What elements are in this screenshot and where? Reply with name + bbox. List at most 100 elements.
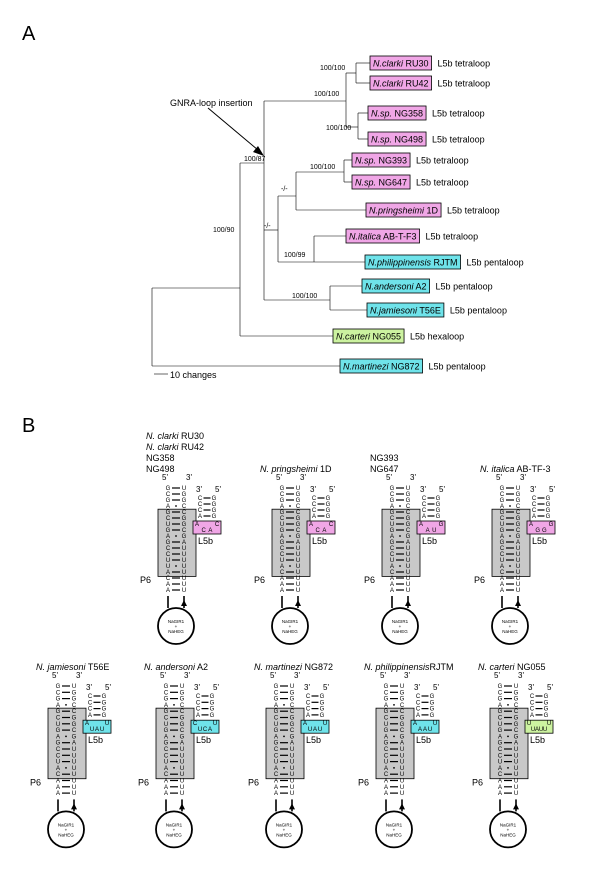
nucleotide: C (516, 504, 521, 510)
nucleotide: U (290, 785, 294, 791)
nucleotide: U (72, 753, 76, 759)
nucleotide: G (498, 709, 503, 715)
nucleotide: U (400, 785, 404, 791)
three-prime-label: 3' (196, 485, 202, 494)
nucleotide: C (88, 700, 93, 706)
nucleotide: G (498, 684, 503, 690)
nucleotide: U (296, 564, 300, 570)
nucleotide: U (296, 570, 300, 576)
nucleotide: G (212, 514, 217, 520)
core-label: NaGIR1 (502, 619, 519, 624)
l5b-loop-box (524, 719, 554, 734)
nucleotide: G (498, 741, 503, 747)
nucleotide: G (290, 716, 295, 722)
nucleotide: U (72, 760, 76, 766)
nucleotide: U (296, 588, 300, 594)
nucleotide: G (406, 534, 411, 540)
nucleotide: A (498, 766, 502, 772)
nucleotide: A (164, 785, 168, 791)
nucleotide: C (182, 528, 187, 534)
nucleotide: A (198, 514, 202, 520)
l5b-label: L5b (306, 735, 321, 745)
p6-region-box (265, 707, 305, 780)
nucleotide: C (530, 694, 535, 700)
nucleotide: G (180, 734, 185, 740)
nucleotide: C (416, 694, 421, 700)
loop-nucleotide: U (318, 727, 322, 733)
l5b-label: L5b (312, 536, 327, 546)
loop-nucleotide: C (315, 528, 320, 534)
wobble-pair (175, 565, 177, 567)
nucleotide: C (274, 772, 279, 778)
nucleotide: A (500, 564, 504, 570)
support-value: 100/87 (244, 156, 266, 163)
nucleotide: G (514, 722, 519, 728)
nucleotide: U (290, 753, 294, 759)
loop-nucleotide: U (198, 727, 202, 733)
loop-nucleotide: U (432, 528, 436, 534)
three-prime-label: 3' (76, 671, 82, 680)
loop-type-label: L5b tetraloop (416, 156, 469, 166)
nucleotide: U (290, 766, 294, 772)
tip-name: N.sp. NG498 (371, 135, 423, 145)
p6-region-box (489, 707, 529, 780)
nucleotide: C (56, 690, 61, 696)
nucleotide: C (400, 728, 405, 734)
nucleotide: U (498, 760, 502, 766)
nucleotide: G (166, 540, 171, 546)
nucleotide: G (436, 514, 441, 520)
core-ribozyme-circle (47, 810, 85, 849)
nucleotide: U (514, 747, 518, 753)
support-value: 100/100 (292, 293, 317, 300)
loop-nucleotide: G (535, 528, 540, 534)
loop-nucleotide: A (303, 721, 307, 727)
core-ribozyme-circle (489, 810, 527, 849)
nucleotide: U (296, 546, 300, 552)
nucleotide: A (166, 504, 170, 510)
nucleotide: U (180, 753, 184, 759)
nucleotide: C (390, 570, 395, 576)
nucleotide: C (500, 570, 505, 576)
loop-nucleotide: A (195, 522, 199, 528)
nucleotide: U (400, 684, 404, 690)
l5b-label: L5b (416, 735, 431, 745)
three-prime-label: 3' (300, 473, 306, 482)
nucleotide: U (180, 747, 184, 753)
tip-highlight-box (369, 55, 432, 71)
nucleotide: G (182, 522, 187, 528)
l5b-loop-box (190, 719, 220, 734)
nucleotide: A (280, 576, 284, 582)
strand-arrowhead (515, 600, 521, 606)
strand-arrowhead (399, 803, 405, 810)
nucleotide: U (182, 546, 186, 552)
nucleotide: G (514, 716, 519, 722)
structure-title: N. clarki RU42 (146, 442, 204, 452)
nucleotide: A (166, 582, 170, 588)
strand-arrowhead (295, 600, 301, 606)
nucleotide: A (280, 582, 284, 588)
nucleotide: C (390, 552, 395, 558)
nucleotide: C (164, 753, 169, 759)
wobble-pair (175, 505, 177, 507)
core-ribozyme-circle (157, 607, 195, 645)
nucleotide: A (516, 540, 520, 546)
nucleotide: A (88, 713, 92, 719)
nucleotide: C (416, 700, 421, 706)
nucleotide: C (530, 700, 535, 706)
nucleotide: G (274, 697, 279, 703)
loop-type-label: L5b tetraloop (432, 109, 485, 119)
structure-title: NG393 (370, 453, 399, 463)
five-prime-label: 5' (549, 485, 555, 494)
wobble-pair (173, 704, 175, 706)
nucleotide: C (500, 546, 505, 552)
nucleotide: U (400, 766, 404, 772)
nucleotide: C (400, 703, 405, 709)
loop-nucleotide: A (322, 528, 326, 534)
nucleotide: U (290, 772, 294, 778)
wobble-pair (393, 704, 395, 706)
loop-type-label: L5b tetraloop (438, 79, 491, 89)
nucleotide: U (384, 722, 388, 728)
l5b-loop-box (306, 520, 336, 535)
five-prime-label: 5' (160, 671, 166, 680)
